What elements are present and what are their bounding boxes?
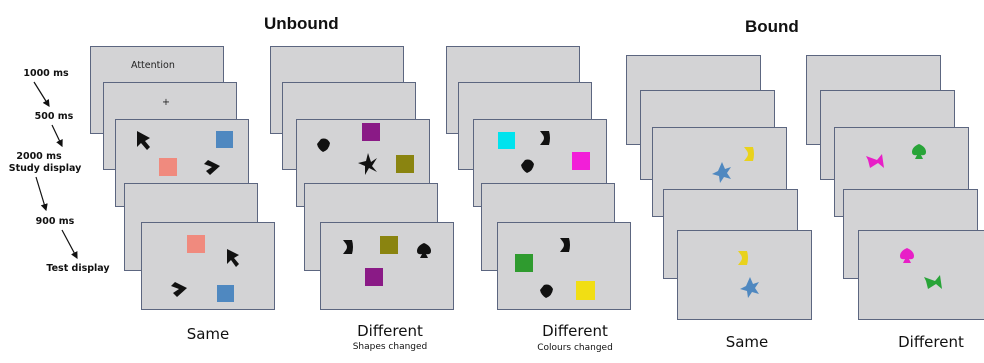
green-spade-shape xyxy=(912,144,926,159)
salmon-square xyxy=(159,158,177,176)
bound-heading: Bound xyxy=(745,17,799,36)
pink-spade-shape xyxy=(900,248,914,263)
rounded-diamond-shape xyxy=(521,159,534,173)
label-unbound-different-shapes: Different xyxy=(357,322,423,340)
label-unbound-different-colours: Different xyxy=(542,322,608,340)
test-frame xyxy=(858,230,984,320)
timeline-arrow xyxy=(61,229,78,260)
purple-square xyxy=(365,268,383,286)
green-bowtie-shape xyxy=(924,275,942,289)
cyan-square xyxy=(498,132,515,149)
arrow-head-shape xyxy=(137,131,150,150)
timeline-900ms: 900 ms xyxy=(35,216,75,227)
crescent-shape xyxy=(540,131,550,145)
chevron-shape xyxy=(204,160,220,175)
yellow-crescent-shape xyxy=(744,147,754,161)
spade-shape xyxy=(417,243,431,258)
label-bound-different: Different xyxy=(898,333,964,351)
crescent-shape xyxy=(343,240,353,254)
label-unbound-same: Same xyxy=(186,325,230,343)
note-colours-changed: Colours changed xyxy=(537,343,613,353)
chevron-shape xyxy=(171,282,187,297)
rounded-diamond-shape xyxy=(317,138,330,152)
yellow-crescent-shape xyxy=(738,251,748,265)
yellow-square xyxy=(576,281,595,300)
crescent-shape xyxy=(560,238,570,252)
star-shape xyxy=(358,153,377,175)
blue-star-shape xyxy=(740,277,759,298)
test-frame xyxy=(677,230,812,320)
timeline-study-display: Study display xyxy=(8,163,82,174)
timeline-2000ms: 2000 ms xyxy=(16,151,62,162)
timeline-test-display: Test display xyxy=(46,263,110,274)
fixation-cross: + xyxy=(162,97,170,108)
salmon-square xyxy=(187,235,205,253)
attention-text: Attention xyxy=(131,60,175,71)
timeline-arrow xyxy=(51,124,63,148)
unbound-heading: Unbound xyxy=(264,14,339,33)
pink-bowtie-shape xyxy=(866,154,884,168)
blue-star-shape xyxy=(712,162,731,183)
purple-square xyxy=(362,123,380,141)
timeline-1000ms: 1000 ms xyxy=(23,68,69,79)
magenta-square xyxy=(572,152,590,170)
green-square xyxy=(515,254,533,272)
timeline-arrow xyxy=(33,81,50,108)
rounded-diamond-shape xyxy=(540,284,553,298)
olive-square xyxy=(380,236,398,254)
test-frame xyxy=(141,222,275,310)
timeline-arrow xyxy=(35,176,48,212)
blue-square xyxy=(217,285,234,302)
label-bound-same: Same xyxy=(725,333,769,351)
blue-square xyxy=(216,131,233,148)
note-shapes-changed: Shapes changed xyxy=(352,342,428,352)
olive-square xyxy=(396,155,414,173)
timeline-500ms: 500 ms xyxy=(34,111,74,122)
arrow-head-shape xyxy=(227,249,239,267)
